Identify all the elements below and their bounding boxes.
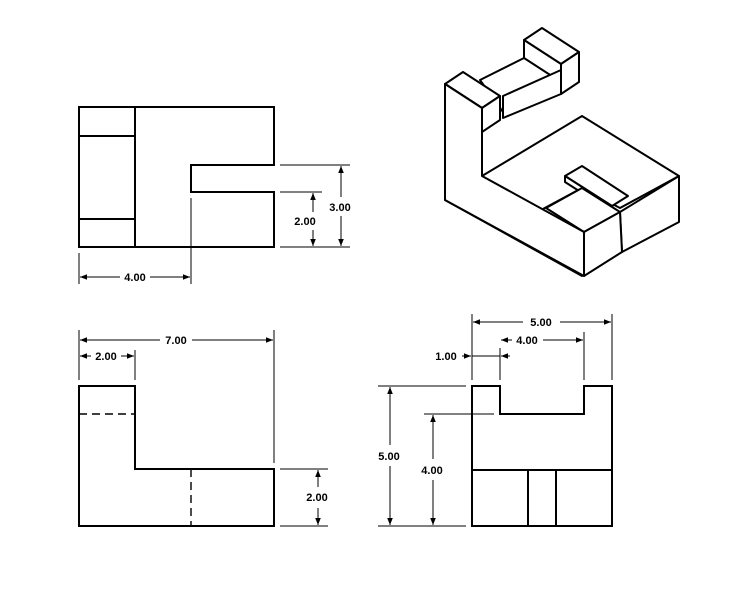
dim-top-width: 4.00 (124, 272, 145, 284)
dim-side-total-width: 5.00 (530, 317, 551, 329)
dim-side-total-height: 5.00 (378, 451, 399, 463)
isometric-view (444, 27, 680, 277)
dim-side-slot-depth: 4.00 (421, 465, 442, 477)
dim-front-step-height: 2.00 (306, 492, 327, 504)
dim-top-slot-offset: 2.00 (294, 216, 315, 228)
dim-top-depth: 3.00 (329, 202, 350, 214)
dim-front-step-width: 2.00 (95, 351, 116, 363)
dim-side-wall: 1.00 (435, 351, 456, 363)
dim-front-total-width: 7.00 (165, 335, 186, 347)
front-view: 7.00 2.00 2.00 (78, 330, 328, 527)
top-view: 3.00 2.00 4.00 (78, 106, 351, 284)
side-view: 5.00 4.00 1.00 5.00 4.00 (378, 314, 613, 527)
dim-side-slot-width: 4.00 (516, 335, 537, 347)
